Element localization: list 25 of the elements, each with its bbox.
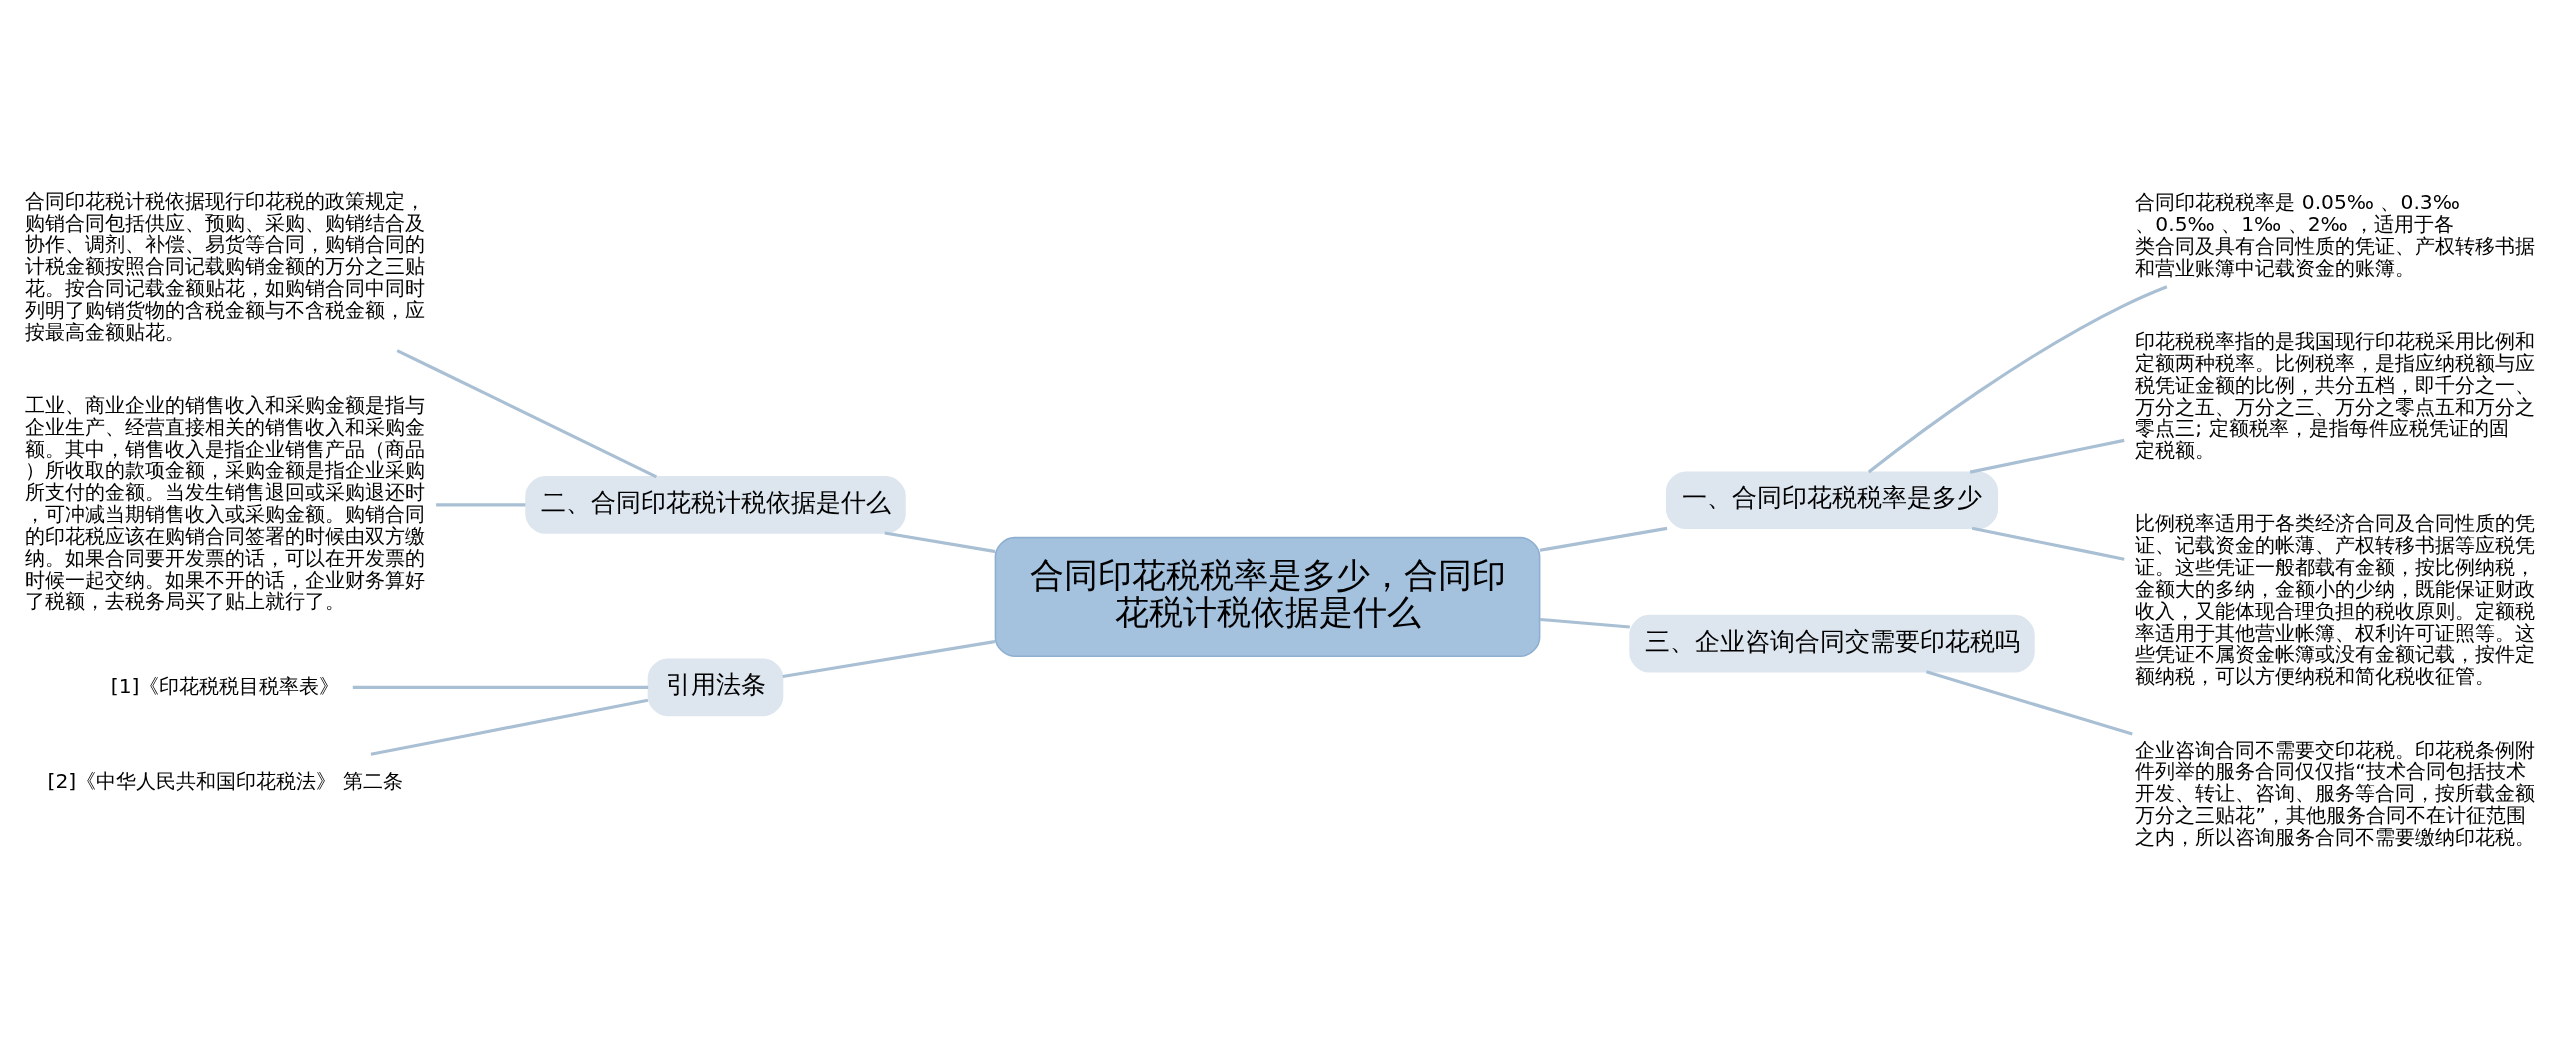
node-text: 工业、商业企业的销售收入和采购金额是指与企业生产、经营直接相关的销售收入和采购金额。其中，销售收入是指企业销售产品（商品）所收取的款项金额，采购金额是指企业采购所支付的金额。当发生销售退回或采购退还时，可冲减当期销售收入或采购金额。购销合同的印花税应该在购销合同签署的时候由双方缴纳。如果合同要开发票的话，可以在开发票的时候一起交纳。如果不开的话，企业财务算好了税额，去税务局买了贴上就行了。	[25, 392, 426, 613]
node-box: 二、合同印花税计税依据是什么	[525, 475, 906, 534]
connector	[1867, 284, 2168, 473]
node-text: 印花税税率指的是我国现行印花税采用比例和定额两种税率。比例税率，是指应纳税额与应税凭证金额的比例，共分五档，即千分之一、万分之五、万分之三、万分之零点五和万分之零点三; 定额税率，是指每件应税凭证的固定税额。	[2135, 328, 2536, 462]
connector	[1539, 617, 1630, 629]
connector	[1969, 438, 2125, 474]
node-box: 引用法条	[647, 658, 784, 716]
connector	[370, 698, 649, 756]
connector	[352, 685, 649, 689]
connector	[396, 348, 658, 478]
connector	[1971, 526, 2125, 561]
node-text: [2]《中华人民共和国印花税法》 第二条	[47, 768, 403, 793]
connector	[884, 530, 996, 553]
node-text: 企业咨询合同不需要交印花税。印花税条例附件列举的服务合同仅仅指“技术合同包括技术开发、转让、咨询、服务等合同，按所载金额万分之三贴花”，其他服务合同不在计征范围之内，所以咨询服务合同不需要缴纳印花税。	[2135, 737, 2536, 849]
node-text: 比例税率适用于各类经济合同及合同性质的凭证、记载资金的帐薄、产权转移书据等应税凭证。这些凭证一般都载有金额，按比例纳税，金额大的多纳，金额小的少纳，既能保证财政收入，又能体现合理负担的税收原则。定额税率适用于其他营业帐簿、权利许可证照等。这些凭证不属资金帐簿或没有金额记载，按件定额纳税，可以方便纳税和简化税收征管。	[2135, 510, 2536, 688]
connector	[782, 639, 996, 678]
connector	[436, 502, 526, 506]
node-box: 合同印花税税率是多少，合同印花税计税依据是什么	[994, 536, 1541, 657]
node-text: 合同印花税计税依据现行印花税的政策规定，购销合同包括供应、预购、采购、购销结合及协作、调剂、补偿、易货等合同，购销合同的计税金额按照合同记载购销金额的万分之三贴花。按合同记载金额贴花，如购销合同中同时列明了购销货物的含税金额与不含税金额，应按最高金额贴花。	[25, 188, 426, 344]
node-box: 三、企业咨询合同交需要印花税吗	[1629, 614, 2035, 673]
node-text: 合同印花税税率是 0.05‰ 、0.3‰ 、0.5‰ 、1‰ 、2‰ ，适用于各类合同及具有合同性质的凭证、产权转移书据和营业账簿中记载资金的账簿。	[2135, 189, 2536, 280]
connector	[1925, 669, 2133, 736]
connector	[1539, 526, 1668, 552]
node-text: [1]《印花税税目税率表》	[110, 673, 340, 698]
node-box: 一、合同印花税税率是多少	[1665, 470, 1999, 529]
